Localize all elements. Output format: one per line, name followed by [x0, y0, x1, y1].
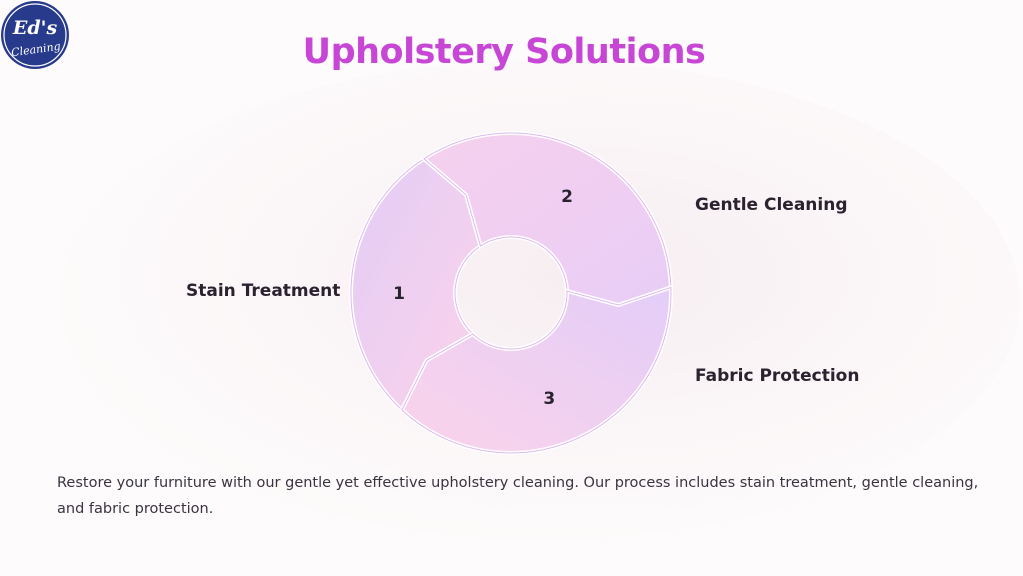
step-number-1: 1 [393, 284, 405, 304]
step-number-3: 3 [543, 389, 555, 409]
logo-line-1: Ed's [12, 17, 58, 39]
step-number-2: 2 [561, 187, 573, 207]
step-label-fabric-protection: Fabric Protection [695, 366, 860, 386]
logo-badge [1, 1, 69, 69]
description-text: Restore your furniture with our gentle y… [57, 475, 979, 517]
segment-2-gentle-cleaning-outline [423, 132, 672, 306]
logo-ring [3, 3, 67, 67]
company-logo: Ed's Cleaning [0, 0, 72, 72]
page-title: Upholstery Solutions [302, 32, 706, 72]
segment-1-stain-treatment-outline [350, 158, 482, 411]
step-label-gentle-cleaning: Gentle Cleaning [695, 195, 848, 215]
step-label-stain-treatment: Stain Treatment [186, 281, 341, 301]
segment-3-fabric-protection-outline [401, 286, 672, 454]
process-cycle-diagram: 1 2 3 [346, 128, 676, 458]
